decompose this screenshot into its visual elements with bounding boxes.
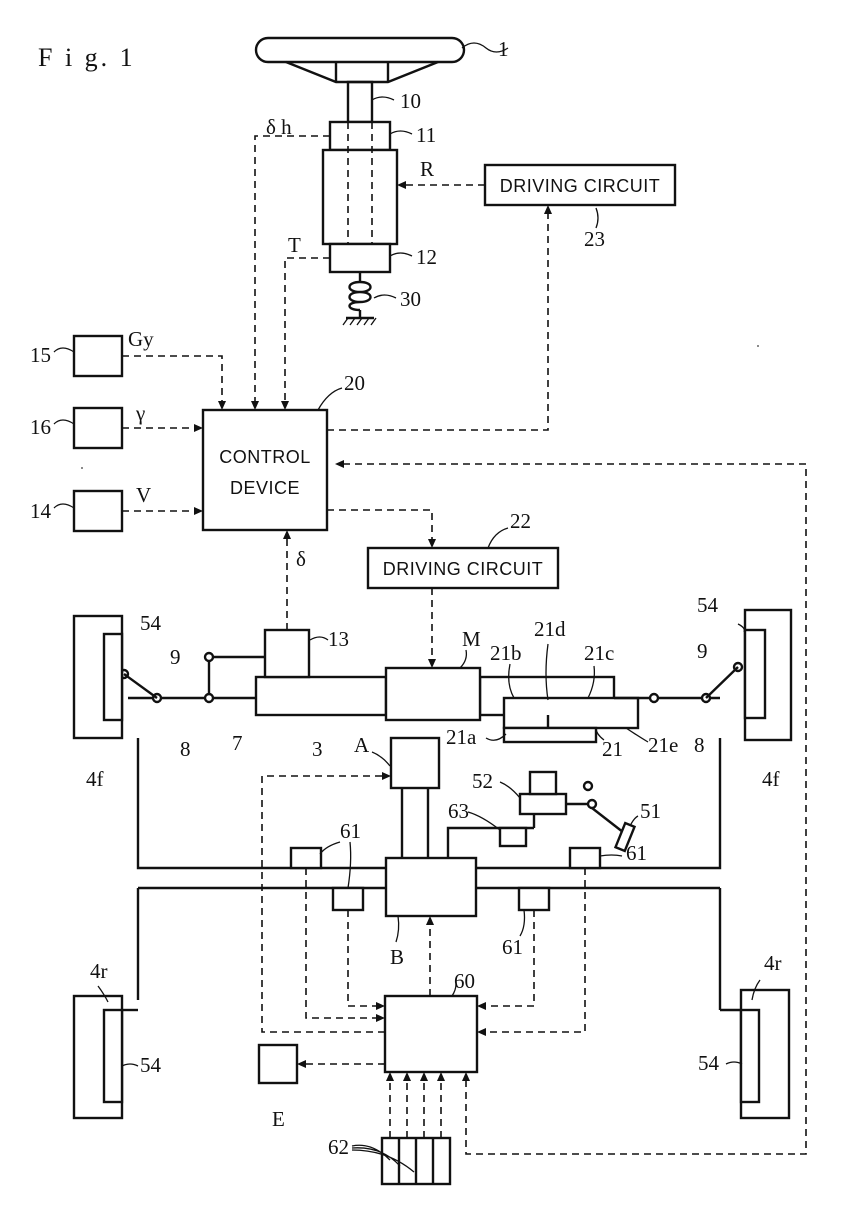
wheel-speed-sensor-rl — [333, 888, 363, 910]
label-3: 3 — [312, 737, 323, 761]
sensor-63 — [500, 828, 526, 846]
rear-wheel-left — [74, 996, 122, 1118]
driving-circuit-22: DRIVING CIRCUIT — [368, 548, 558, 588]
wheel-speed-sensor-rr — [519, 888, 549, 910]
label-63: 63 — [448, 799, 469, 823]
label-13: 13 — [328, 627, 349, 651]
label-54-rear-left: 54 — [140, 1053, 162, 1077]
steering-angle-sensor — [330, 122, 390, 150]
control-device: CONTROL DEVICE — [203, 410, 327, 530]
front-wheel-right — [745, 610, 791, 740]
lock-mechanism-21 — [504, 698, 638, 742]
label-51: 51 — [640, 799, 661, 823]
label-1: 1 — [498, 37, 509, 61]
label-11: 11 — [416, 123, 436, 147]
label-15: 15 — [30, 343, 51, 367]
label-10: 10 — [400, 89, 421, 113]
steering-wheel — [256, 38, 464, 82]
sensor-14 — [74, 491, 122, 531]
label-21d: 21d — [534, 617, 566, 641]
label-61-b: 61 — [626, 841, 647, 865]
label-t: T — [288, 233, 301, 257]
label-4f-left: 4f — [86, 767, 104, 791]
sensor-15 — [74, 336, 122, 376]
motor-m — [386, 668, 480, 720]
svg-text:CONTROL: CONTROL — [219, 447, 311, 467]
svg-text:DEVICE: DEVICE — [230, 478, 300, 498]
steering-shaft — [348, 82, 372, 122]
figure-title: F i g. 1 — [38, 43, 136, 72]
sensor-16 — [74, 408, 122, 448]
label-20: 20 — [344, 371, 365, 395]
label-gamma: γ — [135, 401, 145, 425]
brake-control-unit-60 — [385, 996, 477, 1072]
label-9-left: 9 — [170, 645, 181, 669]
label-61-c: 61 — [502, 935, 523, 959]
driving-circuit-23: DRIVING CIRCUIT — [485, 165, 675, 205]
wheel-speed-sensor-fr — [570, 848, 600, 868]
label-4f-right: 4f — [762, 767, 780, 791]
label-21a: 21a — [446, 725, 477, 749]
label-4r-left: 4r — [90, 959, 108, 983]
label-gy: Gy — [128, 327, 154, 351]
label-e: E — [272, 1107, 285, 1131]
label-21b: 21b — [490, 641, 522, 665]
label-m: M — [462, 627, 481, 651]
label-62: 62 — [328, 1135, 349, 1159]
label-54-front-left: 54 — [140, 611, 162, 635]
svg-text:DRIVING CIRCUIT: DRIVING CIRCUIT — [383, 559, 544, 579]
label-12: 12 — [416, 245, 437, 269]
master-cylinder-52 — [520, 772, 566, 814]
label-61-a: 61 — [340, 819, 361, 843]
label-22: 22 — [510, 509, 531, 533]
label-54-rear-right: 54 — [698, 1051, 720, 1075]
label-21c: 21c — [584, 641, 614, 665]
svg-text:DRIVING CIRCUIT: DRIVING CIRCUIT — [500, 176, 661, 196]
front-wheel-left — [74, 616, 122, 738]
label-r: R — [420, 157, 434, 181]
rack-sensor-13 — [265, 630, 309, 677]
sensors-62 — [382, 1138, 450, 1184]
label-7: 7 — [232, 731, 243, 755]
label-b: B — [390, 945, 404, 969]
warning-device-e — [259, 1045, 297, 1083]
label-8-right: 8 — [694, 733, 705, 757]
label-8-left: 8 — [180, 737, 191, 761]
label-30: 30 — [400, 287, 421, 311]
rear-wheel-right — [741, 990, 789, 1118]
label-delta: δ — [296, 547, 306, 571]
label-60: 60 — [454, 969, 475, 993]
label-54-front-right: 54 — [697, 593, 719, 617]
label-9-right: 9 — [697, 639, 708, 663]
label-16: 16 — [30, 415, 51, 439]
label-21: 21 — [602, 737, 623, 761]
spring — [343, 272, 376, 325]
actuator-a — [391, 738, 439, 788]
brake-unit-b — [386, 858, 476, 916]
label-14: 14 — [30, 499, 52, 523]
torque-sensor — [330, 244, 390, 272]
label-a: A — [354, 733, 370, 757]
wheel-speed-sensor-fl — [291, 848, 321, 868]
label-52: 52 — [472, 769, 493, 793]
label-23: 23 — [584, 227, 605, 251]
label-4r-right: 4r — [764, 951, 782, 975]
label-21e: 21e — [648, 733, 678, 757]
label-v: V — [136, 483, 151, 507]
